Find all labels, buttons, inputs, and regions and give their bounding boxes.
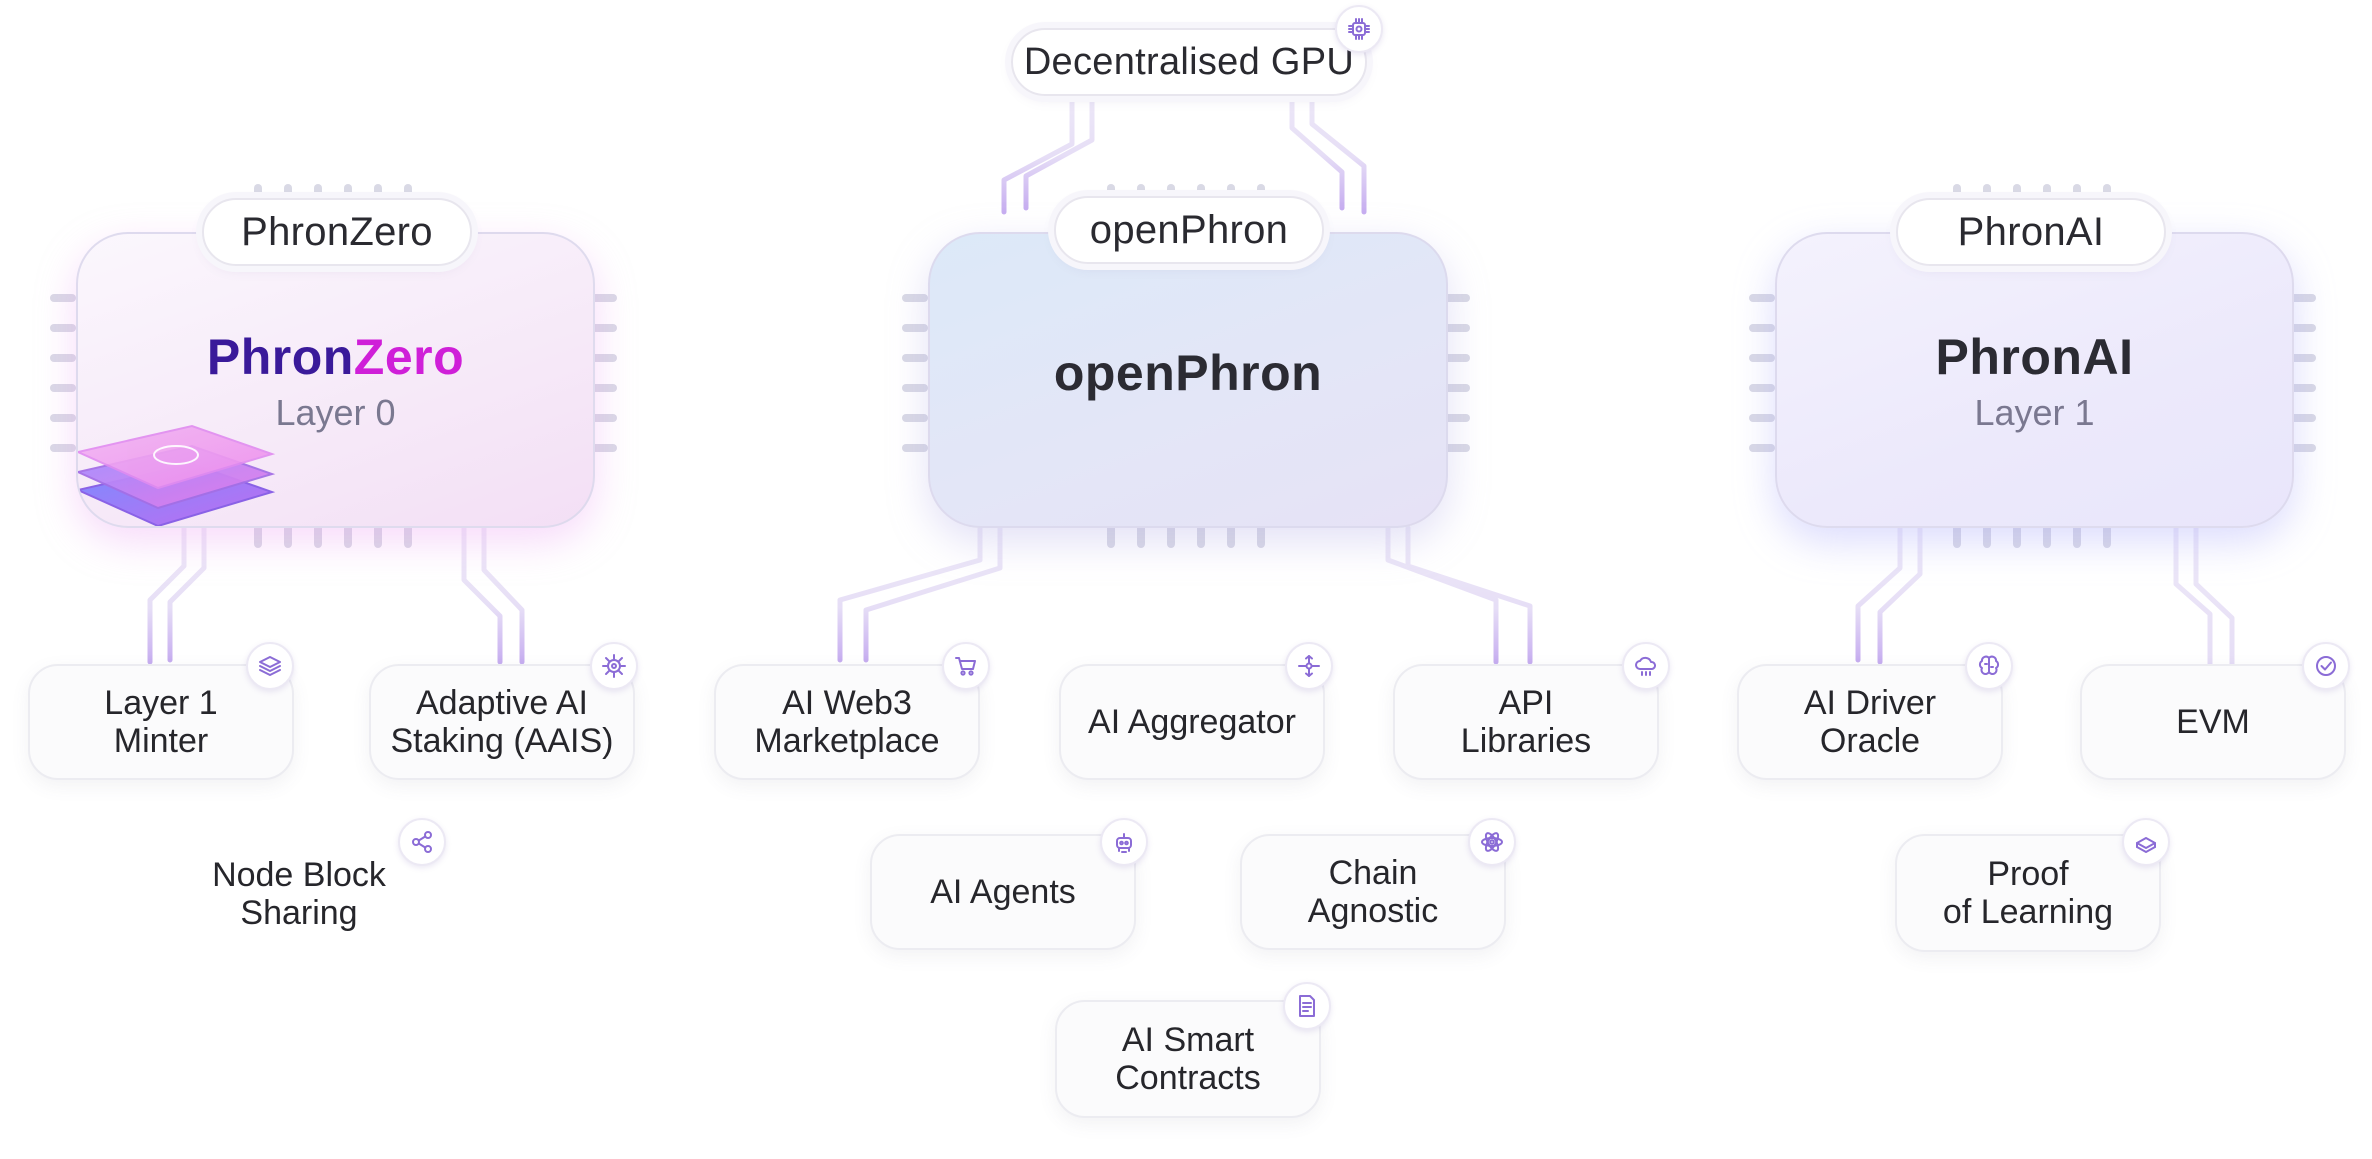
agents-node[interactable]: AI Agents: [870, 834, 1136, 950]
trace: [147, 525, 187, 665]
trace: [1001, 71, 1075, 215]
trace: [1877, 525, 1923, 665]
cloud-icon: [1622, 642, 1670, 690]
brain-icon: [1965, 642, 2013, 690]
adaptive-staking-node[interactable]: Adaptive AI Staking (AAIS): [369, 664, 635, 780]
trace: [1405, 525, 1533, 665]
api-libraries-node[interactable]: API Libraries: [1393, 664, 1659, 780]
proof-of-learning-label: Proof of Learning: [1942, 854, 2114, 931]
decentralised-gpu-label: Decentralised GPU: [1023, 40, 1355, 83]
trace: [167, 525, 207, 663]
phronai-tag[interactable]: PhronAI: [1896, 198, 2166, 266]
phronzero-title: PhronZero: [206, 329, 465, 385]
evm-label: EVM: [2176, 702, 2250, 741]
gear-circuit-icon: [590, 642, 638, 690]
layers-icon: [246, 642, 294, 690]
aggregator-label: AI Aggregator: [1088, 702, 1296, 741]
share-icon: [398, 818, 446, 866]
node-block-sharing-label: Node Block Sharing: [212, 855, 386, 932]
atom-icon: [1468, 818, 1516, 866]
robot-icon: [1100, 818, 1148, 866]
stacked-layers-illustration: [78, 424, 276, 526]
chain-agnostic-node[interactable]: Chain Agnostic: [1240, 834, 1506, 950]
chain-agnostic-label: Chain Agnostic: [1307, 853, 1439, 930]
trace: [863, 525, 1003, 663]
openphron-chip: openPhron: [928, 232, 1448, 528]
agents-label: AI Agents: [930, 872, 1076, 911]
web3-marketplace-node[interactable]: AI Web3 Marketplace: [714, 664, 980, 780]
layer1-minter-node[interactable]: Layer 1 Minter: [28, 664, 294, 780]
aggregator-node[interactable]: AI Aggregator: [1059, 664, 1325, 780]
openphron-tag[interactable]: openPhron: [1054, 196, 1324, 264]
adaptive-staking-label: Adaptive AI Staking (AAIS): [390, 683, 614, 760]
trace: [481, 525, 525, 665]
web3-marketplace-label: AI Web3 Marketplace: [754, 683, 940, 760]
phronzero-chip: PhronZero Layer 0: [76, 232, 595, 528]
openphron-title: openPhron: [1053, 345, 1323, 401]
trace: [1855, 525, 1903, 663]
trace: [1023, 71, 1095, 211]
phronzero-tag[interactable]: PhronZero: [202, 198, 472, 266]
document-icon: [1283, 982, 1331, 1030]
node-block-sharing-node[interactable]: Node Block Sharing: [188, 844, 410, 944]
phronai-tag-label: PhronAI: [1957, 209, 2105, 254]
phronzero-subtitle: Layer 0: [275, 392, 396, 433]
trace: [1289, 71, 1345, 211]
driver-oracle-label: AI Driver Oracle: [1803, 683, 1937, 760]
evm-node[interactable]: EVM: [2080, 664, 2346, 780]
trace: [837, 525, 983, 663]
trace: [1309, 71, 1367, 215]
smart-contracts-node[interactable]: AI Smart Contracts: [1055, 1000, 1321, 1118]
openphron-tag-label: openPhron: [1089, 207, 1289, 252]
phronzero-tag-label: PhronZero: [241, 209, 433, 254]
phronai-title: PhronAI: [1935, 329, 2134, 385]
proof-of-learning-node[interactable]: Proof of Learning: [1895, 834, 2161, 952]
phronai-chip: PhronAI Layer 1: [1775, 232, 2294, 528]
book-icon: [2122, 818, 2170, 866]
check-badge-icon: [2302, 642, 2350, 690]
api-libraries-label: API Libraries: [1460, 683, 1592, 760]
gpu-chip-icon: [1335, 5, 1383, 53]
hub-arrows-icon: [1285, 642, 1333, 690]
decentralised-gpu-tag[interactable]: Decentralised GPU: [1011, 28, 1367, 96]
trace: [461, 525, 503, 665]
trace: [1385, 525, 1499, 665]
phronai-subtitle: Layer 1: [1974, 392, 2095, 433]
layer1-minter-label: Layer 1 Minter: [104, 683, 218, 760]
cart-icon: [942, 642, 990, 690]
smart-contracts-label: AI Smart Contracts: [1115, 1020, 1261, 1097]
driver-oracle-node[interactable]: AI Driver Oracle: [1737, 664, 2003, 780]
